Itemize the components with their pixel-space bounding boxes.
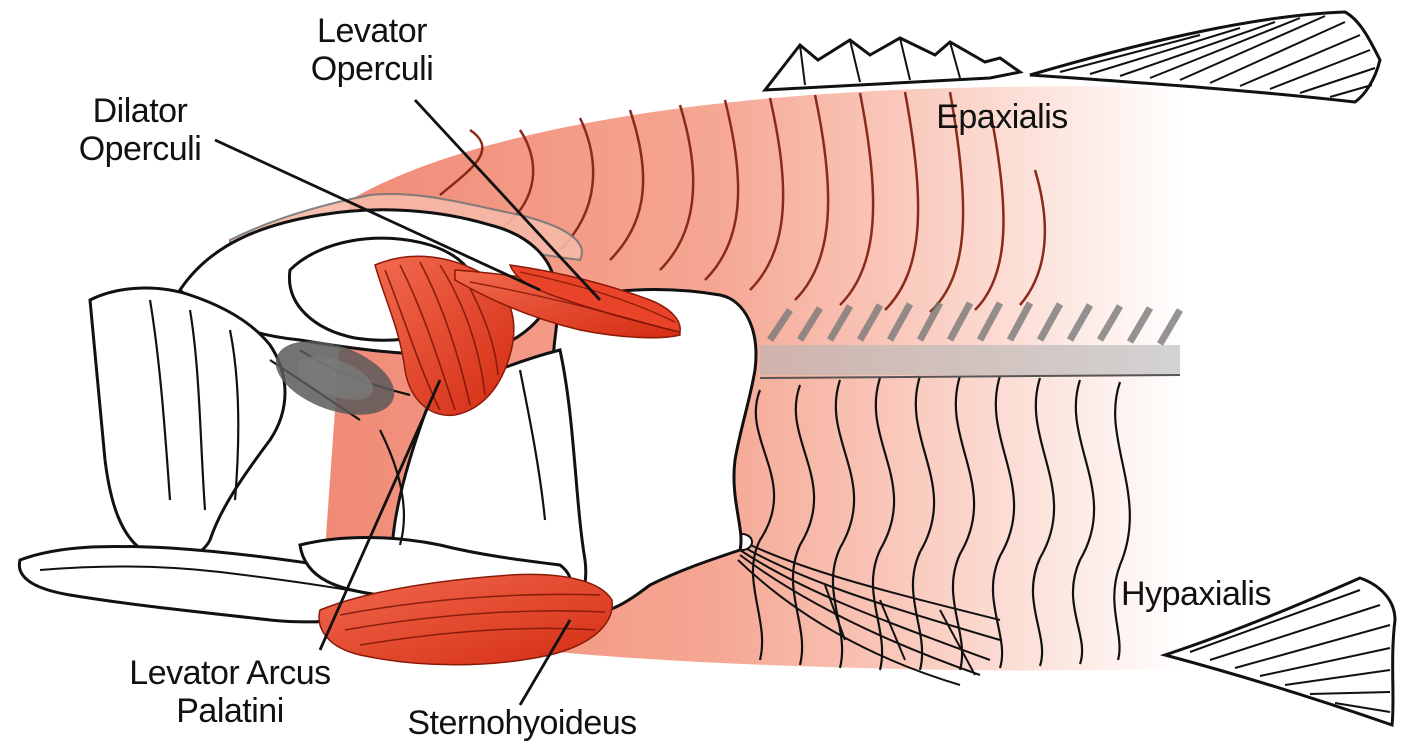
label-hypaxialis-text: Hypaxialis bbox=[1096, 575, 1296, 613]
label-levator-arcus-palatini-line2: Palatini bbox=[100, 692, 360, 730]
label-levator-arcus-palatini-line1: Levator Arcus bbox=[100, 654, 360, 692]
label-levator-operculi-line1: Levator bbox=[292, 12, 452, 50]
label-levator-operculi: Levator Operculi bbox=[292, 12, 452, 88]
label-dilator-operculi: Dilator Operculi bbox=[55, 92, 225, 168]
label-hypaxialis: Hypaxialis bbox=[1096, 575, 1296, 613]
label-dilator-operculi-line1: Dilator bbox=[55, 92, 225, 130]
label-sternohyoideus-text: Sternohyoideus bbox=[372, 704, 672, 742]
label-epaxialis: Epaxialis bbox=[912, 98, 1092, 136]
label-epaxialis-text: Epaxialis bbox=[912, 98, 1092, 136]
upper-jaw bbox=[90, 288, 285, 560]
label-levator-operculi-line2: Operculi bbox=[292, 50, 452, 88]
label-levator-arcus-palatini: Levator Arcus Palatini bbox=[100, 654, 360, 730]
label-dilator-operculi-line2: Operculi bbox=[55, 130, 225, 168]
label-sternohyoideus: Sternohyoideus bbox=[372, 704, 672, 742]
